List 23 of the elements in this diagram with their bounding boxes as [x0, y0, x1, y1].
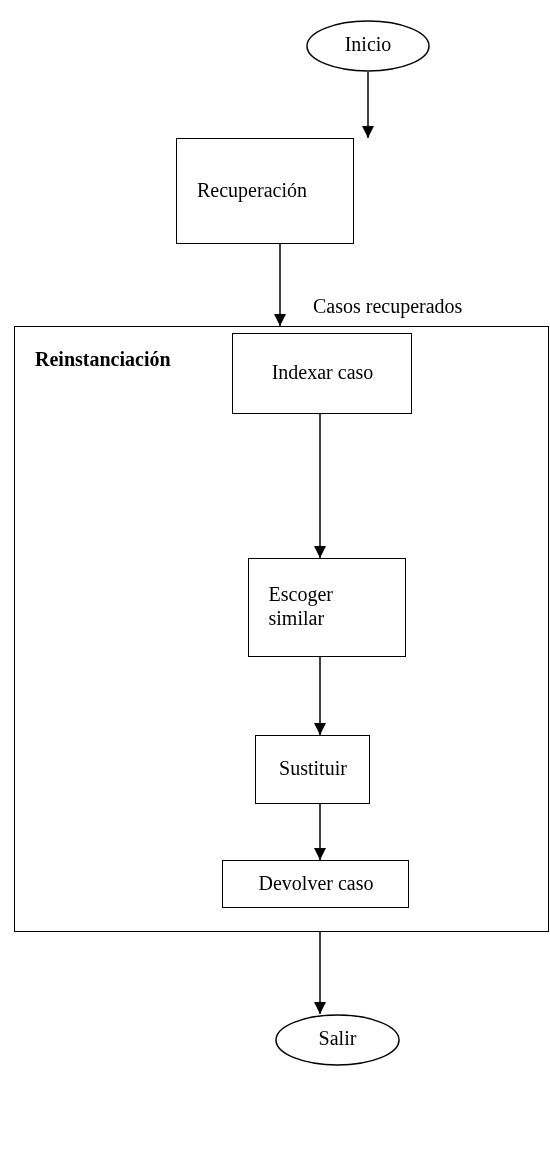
node-label: Escoger similar — [268, 582, 334, 630]
process-box — [254, 734, 370, 804]
node-label: Salir — [318, 1026, 357, 1050]
group-title: Reinstanciación — [35, 347, 171, 371]
arrow — [274, 243, 286, 327]
start-ellipse — [306, 20, 430, 72]
group-box — [14, 326, 549, 932]
process-box — [221, 859, 409, 908]
node-label: Recuperación — [197, 178, 307, 202]
arrow — [314, 931, 326, 1015]
end-ellipse — [275, 1014, 400, 1066]
node-label: Inicio — [344, 32, 392, 56]
process-box — [231, 332, 412, 414]
process-box — [247, 557, 406, 657]
node-label: Indexar caso — [271, 360, 374, 384]
node-label: Devolver caso — [258, 870, 374, 895]
edge-label: Casos recuperados — [313, 294, 463, 318]
node-label: Sustituir — [279, 756, 347, 780]
process-box — [176, 138, 354, 244]
arrow — [314, 413, 326, 559]
arrow — [314, 803, 326, 861]
arrow — [314, 656, 326, 736]
arrow — [362, 71, 374, 139]
